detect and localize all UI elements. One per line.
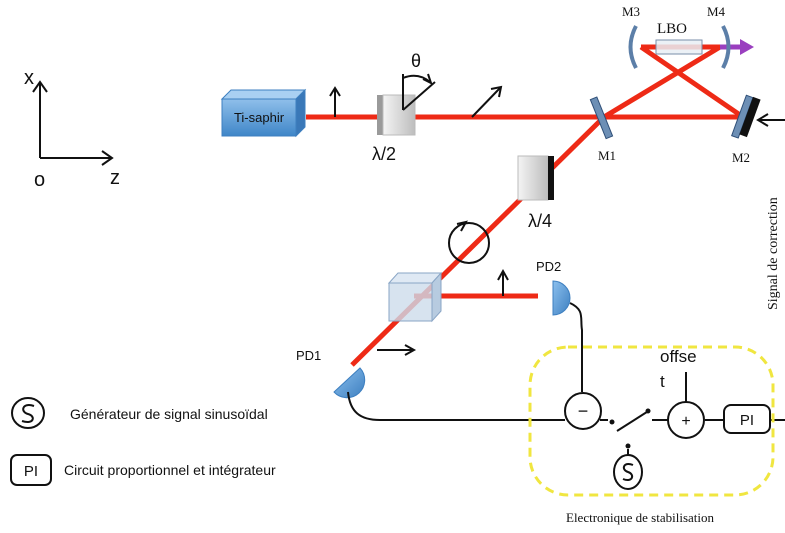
pd2-label: PD2 <box>536 259 561 274</box>
half-wave-plate: θ λ/2 <box>372 51 436 164</box>
ti-saphir-laser: Ti-saphir <box>220 88 307 138</box>
subtractor: − <box>564 392 602 430</box>
quarter-wave-label: λ/4 <box>528 211 552 231</box>
laser-label: Ti-saphir <box>234 110 285 125</box>
theta-label: θ <box>411 51 421 71</box>
polarization-arrows <box>329 85 509 356</box>
offset-label-line2: t <box>660 372 665 391</box>
z-axis-label: z <box>110 167 120 189</box>
photodiode-pd1: PD1 <box>296 348 366 399</box>
axes-system: x z o <box>24 67 120 191</box>
mirror-m3: M3 <box>622 4 640 69</box>
switch-contact-bottom <box>625 443 631 449</box>
m3-label: M3 <box>622 4 640 19</box>
m2-label: M2 <box>732 150 750 165</box>
pi-block: PI <box>723 404 771 434</box>
offset-label-line1: offse <box>660 347 697 366</box>
legend-pi: PI Circuit proportionnel et intégrateur <box>10 454 276 486</box>
pd1-label: PD1 <box>296 348 321 363</box>
legend-pi-symbol: PI <box>24 463 38 480</box>
legend-generator-text: Générateur de signal sinusoïdal <box>70 406 268 422</box>
lbo-label: LBO <box>657 21 687 37</box>
plus-symbol: + <box>681 413 690 430</box>
lbo-crystal: LBO <box>655 21 703 55</box>
quarter-wave-plate: λ/4 <box>517 155 554 231</box>
switch-contact-right <box>609 419 615 425</box>
mirror-m1: M1 <box>589 96 616 163</box>
sine-generator <box>613 454 643 490</box>
adder: + <box>667 401 705 439</box>
minus-symbol: − <box>578 401 589 421</box>
circular-polarization-icon <box>448 220 490 264</box>
stabilization-dashed-box <box>528 345 775 497</box>
electronics-wires <box>347 302 785 455</box>
sine-generator-icon <box>21 404 35 423</box>
half-wave-label: λ/2 <box>372 144 396 164</box>
origin-label: o <box>34 169 45 191</box>
switch-contact-top <box>645 408 651 414</box>
correction-label: Signal de correction <box>766 197 781 310</box>
polarizing-beam-splitter <box>387 271 443 323</box>
mirror-m4: M4 <box>707 4 731 69</box>
m4-label: M4 <box>707 4 726 19</box>
laser-beams <box>306 39 754 367</box>
pi-label: PI <box>740 412 754 429</box>
m1-label: M1 <box>598 148 616 163</box>
mirror-m2: M2 <box>731 94 761 165</box>
photodiode-pd2: PD2 <box>536 259 571 316</box>
electronics-box-label: Electronique de stabilisation <box>566 510 715 525</box>
legend-pi-text: Circuit proportionnel et intégrateur <box>64 462 276 478</box>
correction-signal: Signal de correction <box>756 113 785 310</box>
x-axis-label: x <box>24 67 34 89</box>
legend-generator: Générateur de signal sinusoïdal <box>11 397 268 429</box>
